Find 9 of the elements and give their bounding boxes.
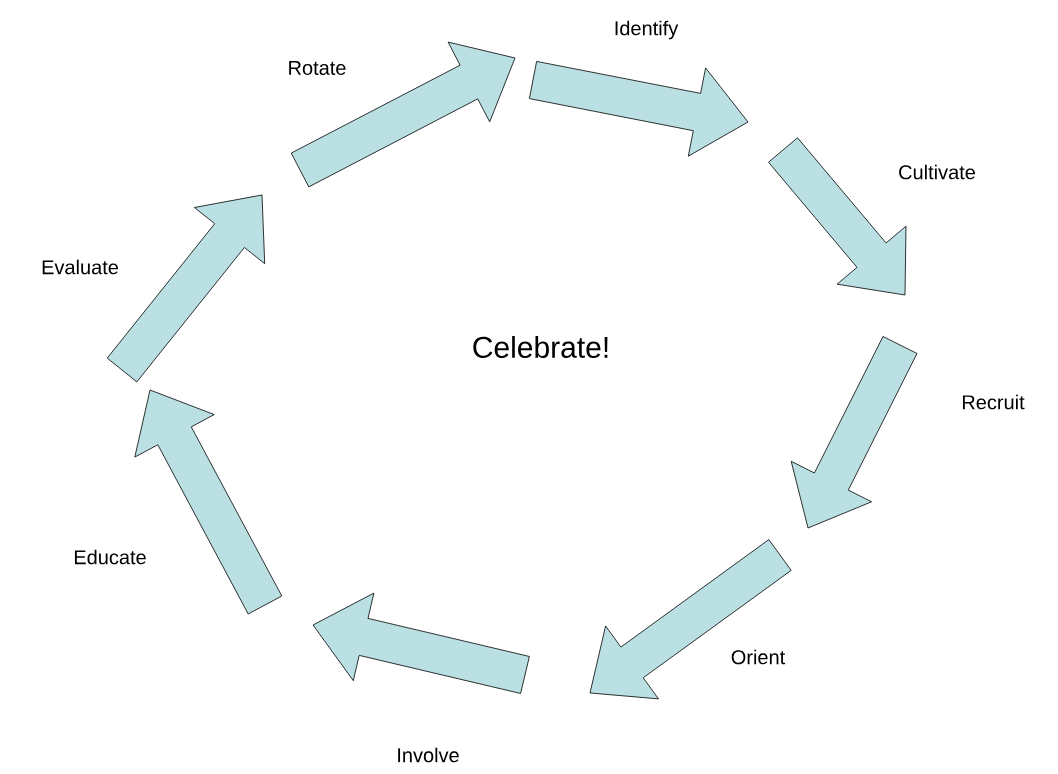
step-label: Involve <box>398 747 459 763</box>
step-label: Orient <box>731 649 786 665</box>
step-label: Evaluate <box>42 259 118 275</box>
step-label: Rotate <box>289 61 346 75</box>
step-label: Identify <box>615 20 679 40</box>
step-label: Recruit <box>962 394 1025 410</box>
center-label: Celebrate! <box>473 335 608 358</box>
step-label: Cultivate <box>899 164 975 180</box>
step-label: Educate <box>74 549 146 565</box>
